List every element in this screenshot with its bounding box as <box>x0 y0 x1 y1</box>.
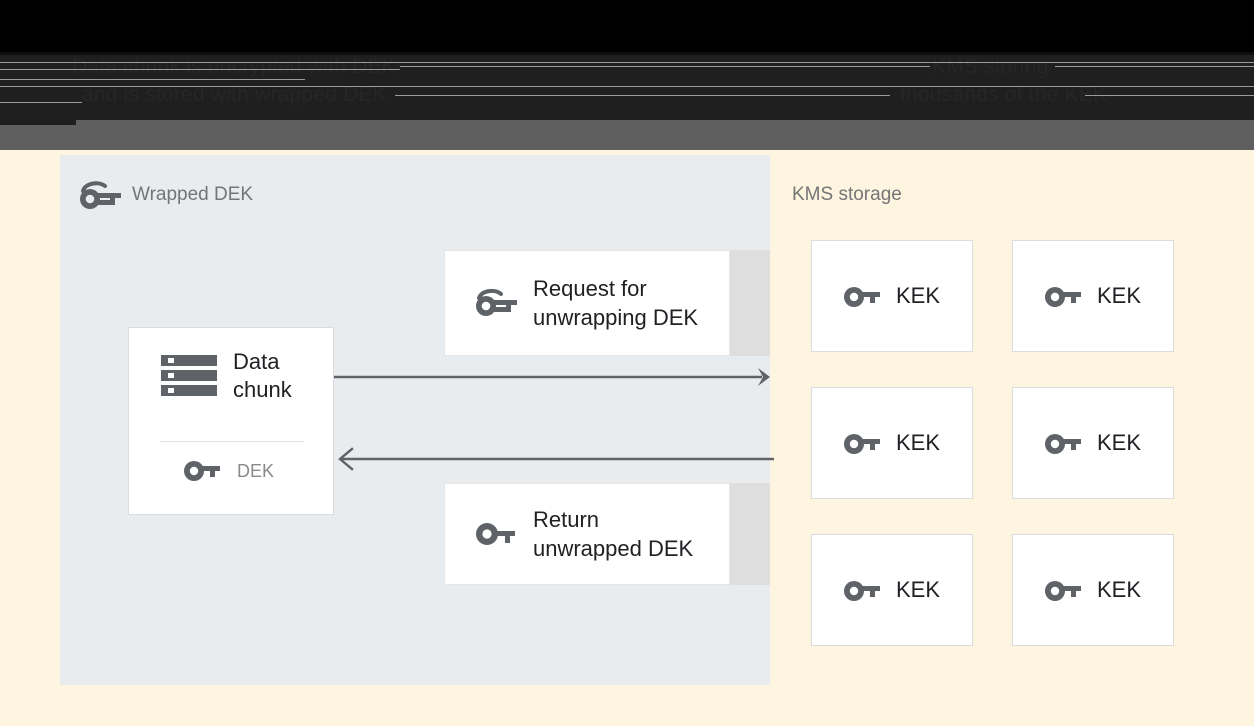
scanline <box>1055 66 1254 67</box>
return-card[interactable]: Return unwrapped DEK <box>444 483 730 585</box>
dek-row: DEK <box>129 460 333 482</box>
dek-label: DEK <box>237 460 275 481</box>
key-icon <box>184 460 220 482</box>
kek-card[interactable]: KEK <box>811 534 973 646</box>
caption-left-line-2: and is stored with wrapped DEK <box>82 83 387 106</box>
data-chunk-card[interactable]: Data chunk DEK <box>128 327 334 515</box>
kek-card[interactable]: KEK <box>1012 387 1174 499</box>
key-icon <box>843 285 880 308</box>
card-divider <box>160 441 304 442</box>
data-chunk-header: Data chunk <box>129 348 333 404</box>
caption-left-line-1: Data chunk is encrypted with DEK <box>72 55 396 78</box>
scanline <box>0 69 400 70</box>
kek-label: KEK <box>895 430 941 455</box>
kek-card[interactable]: KEK <box>811 387 973 499</box>
kek-card[interactable]: KEK <box>1012 534 1174 646</box>
scanline <box>0 86 1254 87</box>
scanline <box>0 52 1254 55</box>
request-card-label: Request for unwrapping DEK <box>533 276 699 330</box>
gray-band <box>0 120 1254 150</box>
request-card[interactable]: Request for unwrapping DEK <box>444 250 730 356</box>
key-icon <box>475 519 519 549</box>
return-arrow <box>338 447 774 471</box>
data-chunk-label: Data chunk <box>233 349 292 402</box>
return-card-label: Return unwrapped DEK <box>533 507 694 561</box>
top-black-band <box>0 0 1254 52</box>
kek-card[interactable]: KEK <box>811 240 973 352</box>
kek-label: KEK <box>1096 430 1142 455</box>
return-card-shadow <box>730 483 770 585</box>
kek-grid: KEK KEK KEK KEK KEK KEK <box>811 240 1174 646</box>
key-icon <box>1044 579 1081 602</box>
kek-label: KEK <box>895 577 941 602</box>
scanline <box>0 79 305 80</box>
kek-card[interactable]: KEK <box>1012 240 1174 352</box>
caption-right-line-1: KMS storing <box>932 55 1049 78</box>
scanline <box>395 95 890 96</box>
caption-right-line-2: thousands of the KEK <box>900 83 1108 106</box>
key-icon <box>843 579 880 602</box>
wrapped-key-icon <box>79 180 121 210</box>
kek-label: KEK <box>1096 577 1142 602</box>
server-stack-icon <box>161 353 217 399</box>
scanline <box>400 66 930 67</box>
wrapped-dek-title: Wrapped DEK <box>132 184 254 205</box>
scanline <box>1085 95 1254 96</box>
kms-storage-title: KMS storage <box>792 184 902 205</box>
scanline <box>0 62 1254 63</box>
key-icon <box>843 432 880 455</box>
scanline <box>0 102 82 103</box>
kek-label: KEK <box>895 283 941 308</box>
wrapped-key-icon <box>475 288 519 318</box>
gray-band-notch <box>0 120 76 125</box>
kek-label: KEK <box>1096 283 1142 308</box>
request-card-shadow <box>730 250 770 356</box>
caption-band: Data chunk is encrypted with DEK and is … <box>0 52 1254 120</box>
key-icon <box>1044 432 1081 455</box>
request-arrow <box>334 368 770 386</box>
key-icon <box>1044 285 1081 308</box>
